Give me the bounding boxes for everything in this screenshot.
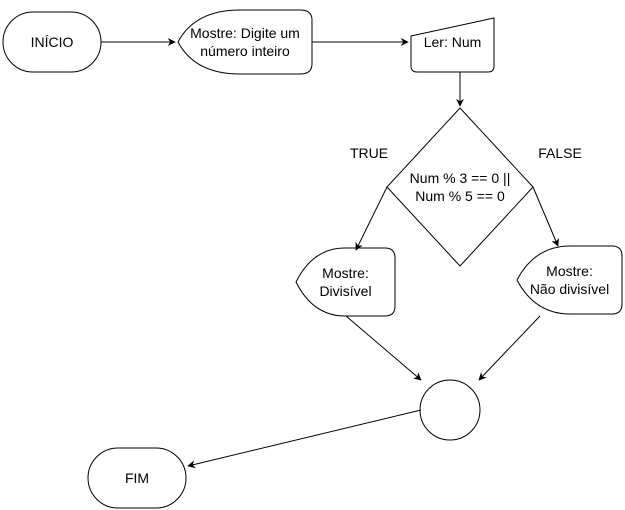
read-label: Ler: Num bbox=[423, 34, 482, 50]
edge-decision-to-true bbox=[355, 186, 388, 251]
decision-label-line1: Num % 3 == 0 || bbox=[409, 170, 511, 186]
edge-true-to-connector bbox=[345, 315, 422, 381]
false-output-line1: Mostre: bbox=[546, 263, 593, 279]
true-branch-label: TRUE bbox=[349, 145, 389, 161]
end-terminator bbox=[87, 447, 187, 509]
false-branch-label: FALSE bbox=[538, 145, 582, 161]
decision-label-line2: Num % 5 == 0 bbox=[415, 188, 505, 204]
false-output-label: Mostre: Não divisível bbox=[517, 246, 622, 314]
display-false-shape bbox=[516, 245, 623, 315]
true-output-line1: Mostre: bbox=[322, 265, 369, 281]
prompt-label-line1: Mostre: Digite um bbox=[190, 25, 300, 41]
start-label: INÍCIO bbox=[30, 34, 74, 50]
edge-connector-to-end bbox=[187, 409, 422, 469]
true-output-label: Mostre: Divisível bbox=[296, 248, 395, 316]
prompt-label-line2: número inteiro bbox=[200, 43, 290, 59]
prompt-label: Mostre: Digite um número inteiro bbox=[178, 10, 312, 74]
decision-label: Num % 3 == 0 || Num % 5 == 0 bbox=[387, 152, 533, 222]
edge-decision-to-false bbox=[532, 186, 559, 247]
decision-diamond bbox=[386, 107, 534, 267]
connector-circle bbox=[419, 379, 481, 441]
edge-false-to-connector bbox=[478, 315, 541, 381]
end-label: FIM bbox=[124, 470, 150, 486]
manual-input-shape bbox=[410, 17, 495, 73]
display-true-shape bbox=[295, 247, 396, 317]
true-output-line2: Divisível bbox=[319, 283, 372, 299]
false-output-line2: Não divisível bbox=[529, 281, 610, 297]
